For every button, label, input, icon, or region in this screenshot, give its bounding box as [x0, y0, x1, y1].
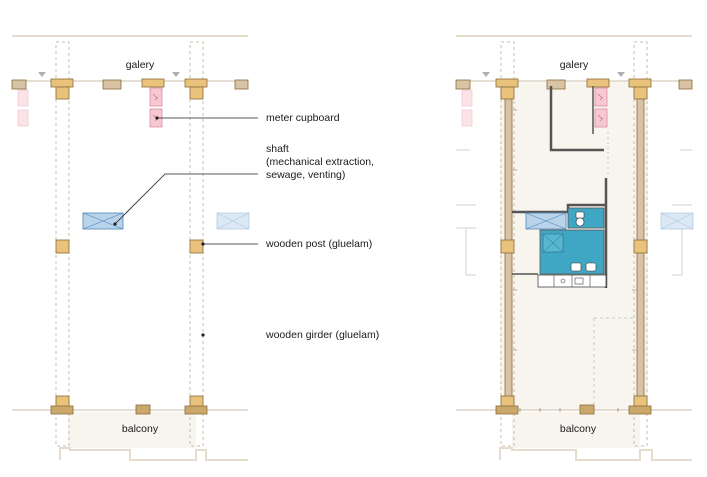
right-post-cap: [586, 78, 610, 88]
left-balcony-area: [68, 412, 196, 448]
hob-icon: [560, 278, 566, 284]
right-galery-label: galery: [560, 59, 589, 71]
neighbor-shaft-cross: [216, 212, 250, 230]
right-balcony-label: balcony: [560, 423, 597, 435]
right-wooden-post: [500, 239, 515, 254]
neighbor-walls: [672, 149, 692, 276]
meter-symbol-icon: [597, 93, 604, 101]
shaft-label-line1: shaft: [266, 143, 289, 155]
right-post-base: [495, 405, 519, 415]
leader-dot: [201, 333, 205, 337]
right-facade-pier: [579, 404, 595, 415]
right-facade-pier: [678, 79, 693, 90]
left-post-cap: [141, 78, 165, 88]
left-facade-pier: [135, 404, 151, 415]
neighbor-shaft-cross: [660, 212, 694, 230]
left-wooden-post: [189, 239, 204, 254]
shower-diagonal: [542, 233, 564, 253]
neighbor-meter-cupboard: [461, 89, 473, 107]
left-post-top-a: [55, 86, 70, 100]
left-facade-pier: [102, 79, 122, 90]
left-post-base: [50, 405, 74, 415]
right-bottom-contour: [499, 447, 692, 461]
entrance-marker-icon: [482, 72, 490, 77]
right-facade-pier: [546, 79, 566, 90]
neighbor-meter-cupboard: [17, 109, 29, 127]
left-post-top-b: [189, 86, 204, 100]
right-post-base: [628, 405, 652, 415]
shaft-label-line2: (mechanical extraction,: [266, 156, 374, 168]
right-balcony-area: [512, 412, 640, 448]
neighbor-meter-cupboard: [461, 109, 473, 127]
wall-ticks: [513, 109, 636, 351]
left-post-cap: [184, 78, 208, 88]
shaft-cross: [82, 212, 124, 230]
right-post-cap: [495, 78, 519, 88]
shaft-cross: [525, 212, 567, 230]
sink-icon: [570, 262, 582, 272]
entrance-marker-icon: [617, 72, 625, 77]
neighbor-walls: [456, 149, 476, 276]
right-wooden-post: [633, 239, 648, 254]
toilet-room: [567, 207, 605, 229]
left-post-base: [184, 405, 208, 415]
meter-cupboard-label: meter cupboard: [266, 112, 340, 124]
left-plan: galery balcony: [11, 35, 250, 461]
facade-ticks: [519, 408, 619, 412]
left-galery-label: galery: [126, 59, 155, 71]
shaft-label-line3: sewage, venting): [266, 169, 345, 181]
bedroom-zone-outline: [593, 317, 636, 408]
meter-symbol-icon: [152, 93, 159, 101]
toilet-icon: [575, 211, 585, 219]
neighbor-meter-cupboard: [17, 89, 29, 107]
left-wooden-post: [55, 239, 70, 254]
right-plan: galery balcony: [455, 35, 694, 461]
hall-wall: [549, 86, 604, 152]
annotations: meter cupboard shaft (mechanical extract…: [113, 112, 379, 341]
right-facade-pier: [455, 79, 471, 90]
girder-label: wooden girder (gluelam): [265, 329, 379, 341]
kitchen-sink-icon: [574, 277, 584, 285]
left-post-cap: [50, 78, 74, 88]
toilet-bowl-icon: [575, 217, 585, 227]
right-post-cap: [628, 78, 652, 88]
left-bottom-contour: [59, 447, 248, 461]
left-balcony-label: balcony: [122, 423, 159, 435]
left-facade-pier: [11, 79, 27, 90]
right-post-top-a: [500, 86, 515, 100]
meter-symbol-icon: [597, 114, 604, 122]
entrance-marker-icon: [38, 72, 46, 77]
post-label: wooden post (gluelam): [265, 238, 372, 250]
shaft-leader-line: [114, 173, 258, 225]
sink-icon: [585, 262, 597, 272]
entrance-marker-icon: [172, 72, 180, 77]
left-facade-pier: [234, 79, 249, 90]
right-post-top-b: [633, 86, 648, 100]
